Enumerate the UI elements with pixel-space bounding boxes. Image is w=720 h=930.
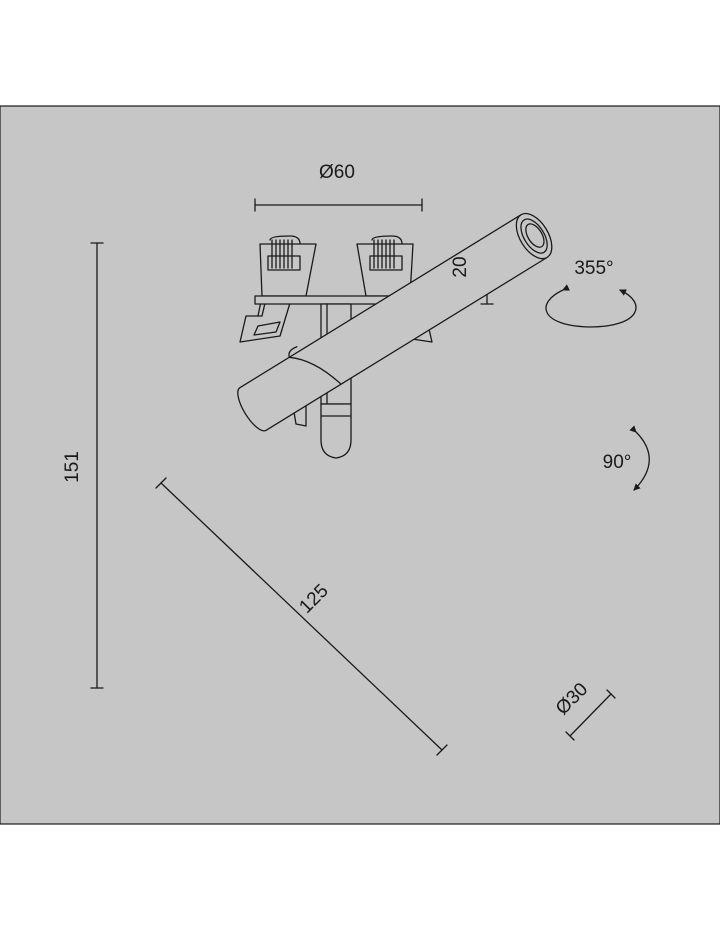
mount-diameter-dimension [254, 198, 423, 212]
mount-diameter-label: Ø60 [319, 162, 355, 183]
vertical-rotation-arrow [629, 425, 650, 491]
horizontal-rotation-arrow [545, 284, 637, 328]
overall-height-dimension [90, 242, 104, 689]
body-diameter-dimension [565, 689, 616, 741]
mount-height-label: 20 [450, 256, 471, 277]
overall-height-label: 151 [62, 451, 83, 483]
mount-clip-left [239, 235, 317, 343]
vertical-rotation-label: 90° [603, 452, 632, 473]
body-length-dimension [155, 477, 448, 756]
drawing-panel [0, 105, 720, 825]
horizontal-rotation-label: 355° [574, 258, 613, 279]
lamp-body [237, 212, 553, 432]
